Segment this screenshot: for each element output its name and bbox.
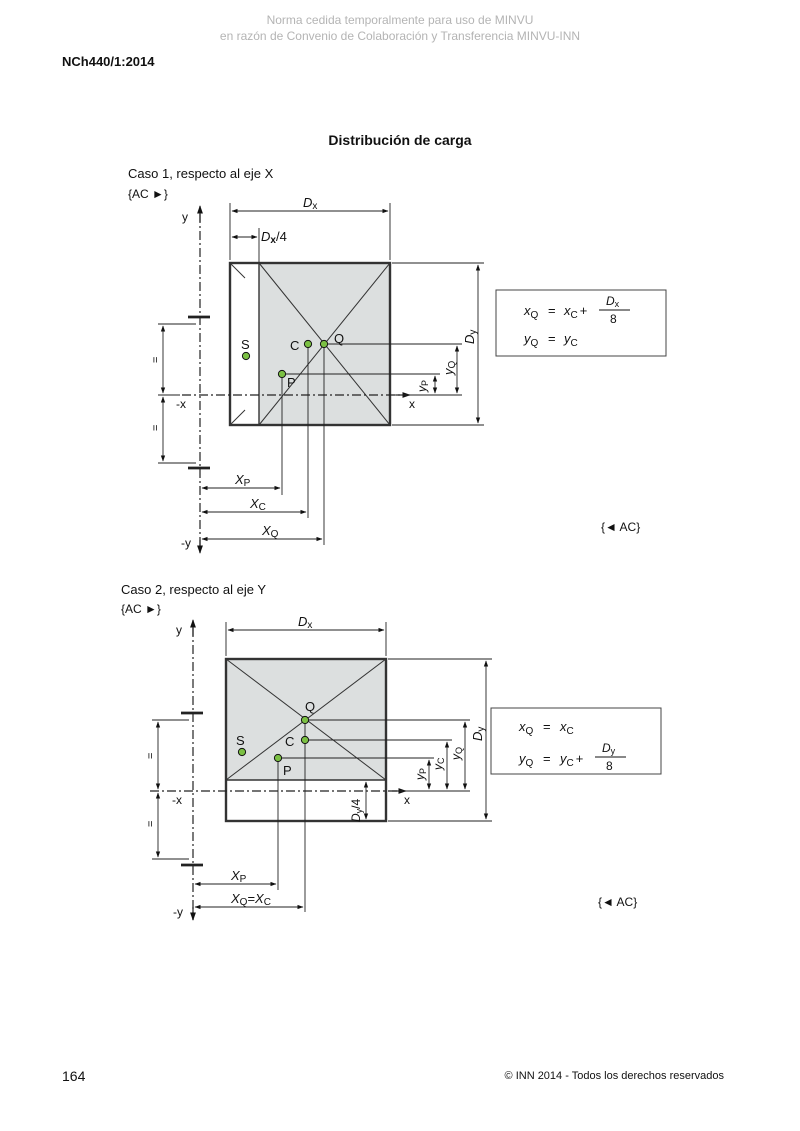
case2-formula-box <box>490 707 662 775</box>
case1-equal-mark-top: = <box>150 357 162 363</box>
case1-title: Caso 1, respecto al eje X <box>128 166 274 181</box>
case1-point-q <box>319 339 329 349</box>
case1-formula-line2: yQ=yC <box>523 331 578 349</box>
case1-formula-box <box>495 289 667 357</box>
case1-dx4-label: Dx/4 <box>261 229 287 246</box>
case1-dx-label: Dx <box>303 195 317 212</box>
figure-title: Distribución de carga <box>328 132 472 148</box>
case1-dy-label: Dy <box>462 330 479 344</box>
case2-yq-label: yQ <box>449 747 464 761</box>
case2-point-p <box>273 753 283 763</box>
case1-point-p <box>277 369 287 379</box>
case2-diagram: Caso 2, respecto al eje Y {AC ►} y -y x … <box>121 582 662 921</box>
watermark-line-1: Norma cedida temporalmente para uso de M… <box>266 13 534 27</box>
case2-title: Caso 2, respecto al eje Y <box>121 582 266 597</box>
case1-formula-denominator: 8 <box>610 312 617 326</box>
case2-formula-line2: yQ=yC+ <box>518 751 583 769</box>
case2-point-s <box>237 747 247 757</box>
page-number: 164 <box>62 1068 86 1084</box>
case1-ac-open: {AC ►} <box>128 187 168 201</box>
case1-label-s: S <box>241 337 250 352</box>
case1-label-p: P <box>287 375 296 390</box>
case1-formula-numerator: Dx <box>606 294 620 309</box>
case1-neg-x-label: -x <box>176 397 186 411</box>
case2-x-label: x <box>404 793 410 807</box>
case2-y-label: y <box>176 623 182 637</box>
case2-dx-label: Dx <box>298 614 312 631</box>
case1-y-label: y <box>182 210 188 224</box>
case1-equal-mark-bottom: = <box>150 425 162 431</box>
standard-code: NCh440/1:2014 <box>62 54 155 69</box>
case2-equal-mark-bottom: = <box>145 821 157 827</box>
copyright-notice: © INN 2014 - Todos los derechos reservad… <box>504 1070 724 1082</box>
case1-xc-label: XC <box>249 496 266 513</box>
case2-equal-mark-top: = <box>145 753 157 759</box>
case2-neg-x-label: -x <box>172 793 182 807</box>
case2-formula-numerator: Dy <box>602 741 616 756</box>
case2-label-p: P <box>283 763 292 778</box>
case1-diagram: Caso 1, respecto al eje X {AC ►} y -y x … <box>128 166 667 554</box>
case2-ac-open: {AC ►} <box>121 602 161 616</box>
case2-formula-line1: xQ=xC <box>518 719 574 737</box>
case2-point-q <box>300 715 310 725</box>
case2-dy4-label: Dy/4 <box>349 798 364 822</box>
case2-ac-close: {◄ AC} <box>598 895 637 909</box>
case2-formula-denominator: 8 <box>606 759 613 773</box>
case1-point-c <box>303 339 313 349</box>
case2-dy-label: Dy <box>470 727 487 741</box>
case1-label-c: C <box>290 338 299 353</box>
case1-yq-label: yQ <box>441 361 458 377</box>
case2-xqc-label: XQ=XC <box>230 891 271 908</box>
case1-ac-close: {◄ AC} <box>601 520 640 534</box>
case2-xp-label: XP <box>230 868 247 885</box>
watermark-line-2: en razón de Convenio de Colaboración y T… <box>219 29 581 43</box>
case2-yp-label: yP <box>413 768 428 781</box>
case1-formula-line1: xQ=xC+ <box>523 303 587 321</box>
case2-label-s: S <box>236 733 245 748</box>
case1-xq-label: XQ <box>261 523 279 540</box>
case1-x-label: x <box>409 397 415 411</box>
case2-neg-y-label: -y <box>173 905 183 919</box>
case2-label-q: Q <box>305 699 315 714</box>
case1-yp-label: yP <box>415 380 430 393</box>
case2-yc-label: yC <box>431 757 446 771</box>
case1-neg-y-label: -y <box>181 536 191 550</box>
case2-label-c: C <box>285 734 294 749</box>
case1-point-s <box>241 351 251 361</box>
case2-point-c <box>300 735 310 745</box>
case1-xp-label: XP <box>234 472 251 489</box>
case1-label-q: Q <box>334 331 344 346</box>
